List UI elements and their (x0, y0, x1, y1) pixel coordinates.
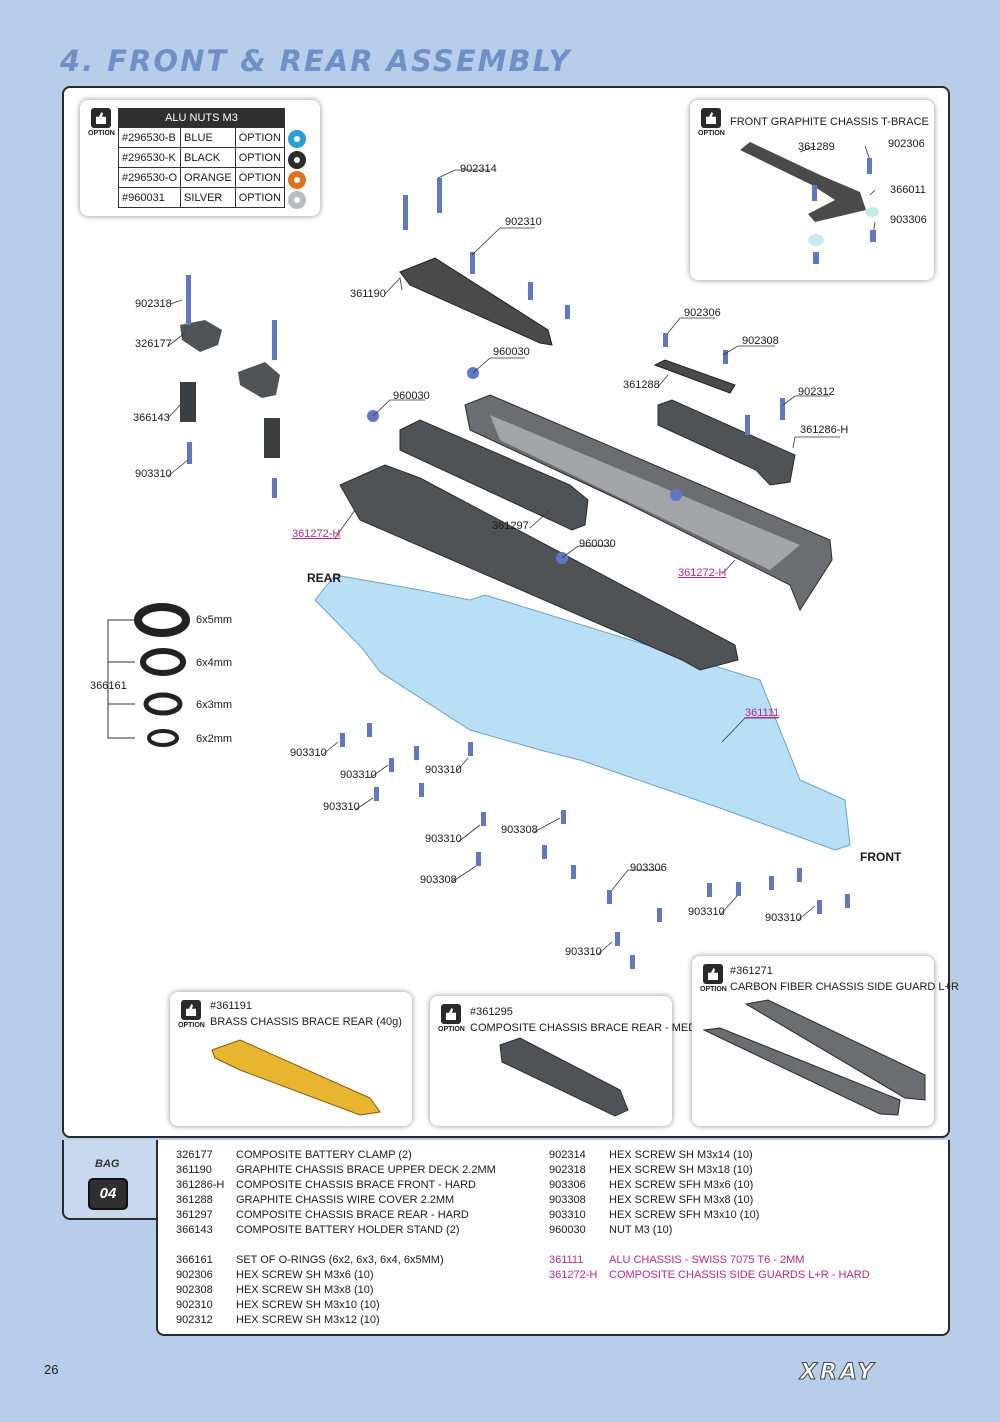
oring-size-label: 6x5mm (196, 614, 233, 626)
part-label: 960030 (493, 346, 530, 358)
part-label: 903306 (890, 214, 927, 226)
part-label-highlight: 361111 (745, 707, 780, 719)
part-label: 361289 (798, 141, 835, 153)
oring-size-label: 6x3mm (196, 699, 233, 711)
part-label: 903310 (323, 801, 360, 813)
part-label: 903310 (425, 764, 462, 776)
page-title: 4. FRONT & REAR ASSEMBLY (60, 44, 572, 78)
part-label: 902318 (135, 298, 172, 310)
page-number: 26 (44, 1362, 59, 1377)
option-name: COMPOSITE CHASSIS BRACE REAR - MEDIUM (470, 1022, 717, 1034)
option-thumb-icon: OPTION (88, 108, 115, 137)
parts-list-panel (156, 1140, 950, 1336)
option-thumb-icon: OPTION (698, 108, 725, 137)
part-label: 903310 (135, 468, 172, 480)
part-label: 903310 (290, 747, 327, 759)
part-label-highlight: 361272-H (292, 528, 341, 540)
rear-tag: REAR (307, 571, 342, 585)
part-label: 903308 (420, 874, 457, 886)
oring-size-label: 6x2mm (196, 733, 233, 745)
part-label: 903308 (501, 824, 538, 836)
part-label: 903306 (630, 862, 667, 874)
part-label: 902310 (505, 216, 542, 228)
option-code: #361295 (470, 1006, 513, 1018)
part-label: 903310 (765, 912, 802, 924)
option-code: #361191 (210, 1000, 253, 1012)
part-label: 902306 (684, 307, 721, 319)
part-label: 902308 (742, 335, 779, 347)
option-thumb-icon: OPTION (438, 1004, 465, 1033)
part-label: 903310 (688, 906, 725, 918)
silver-nut-icon (288, 191, 306, 209)
part-label: 326177 (135, 338, 172, 350)
option-thumb-icon: OPTION (700, 964, 727, 993)
part-label: 902306 (888, 138, 925, 150)
part-label: 903310 (340, 769, 377, 781)
part-label: 361297 (492, 520, 529, 532)
part-label: 361288 (623, 379, 660, 391)
tbrace-title: FRONT GRAPHITE CHASSIS T-BRACE (730, 116, 929, 128)
blue-nut-icon (288, 130, 306, 148)
option-code: #361271 (730, 965, 773, 977)
part-label: 903310 (425, 833, 462, 845)
brand-logo: XRAY (799, 1360, 877, 1386)
bag-label: BAG (95, 1158, 120, 1170)
black-nut-icon (288, 151, 306, 169)
option-name: CARBON FIBER CHASSIS SIDE GUARD L+R (730, 981, 959, 993)
part-label: 361286-H (800, 424, 849, 436)
oring-set-label: 366161 (90, 680, 127, 692)
part-label: 902312 (798, 386, 835, 398)
part-label-highlight: 361272-H (678, 567, 727, 579)
alu-nuts-header: ALU NUTS M3 (118, 108, 285, 128)
part-label: 903310 (565, 946, 602, 958)
part-label: 960030 (393, 390, 430, 402)
part-label: 366143 (133, 412, 170, 424)
bag-number-badge: 04 (88, 1178, 128, 1210)
part-label: 902314 (460, 163, 497, 175)
part-label: 960030 (579, 538, 616, 550)
orange-nut-icon (288, 171, 306, 189)
option-thumb-icon: OPTION (178, 1000, 205, 1029)
part-label: 366011 (890, 184, 926, 196)
option-name: BRASS CHASSIS BRACE REAR (40g) (210, 1016, 402, 1028)
part-label: 361190 (350, 288, 386, 300)
oring-size-label: 6x4mm (196, 657, 233, 669)
front-tag: FRONT (860, 850, 902, 864)
